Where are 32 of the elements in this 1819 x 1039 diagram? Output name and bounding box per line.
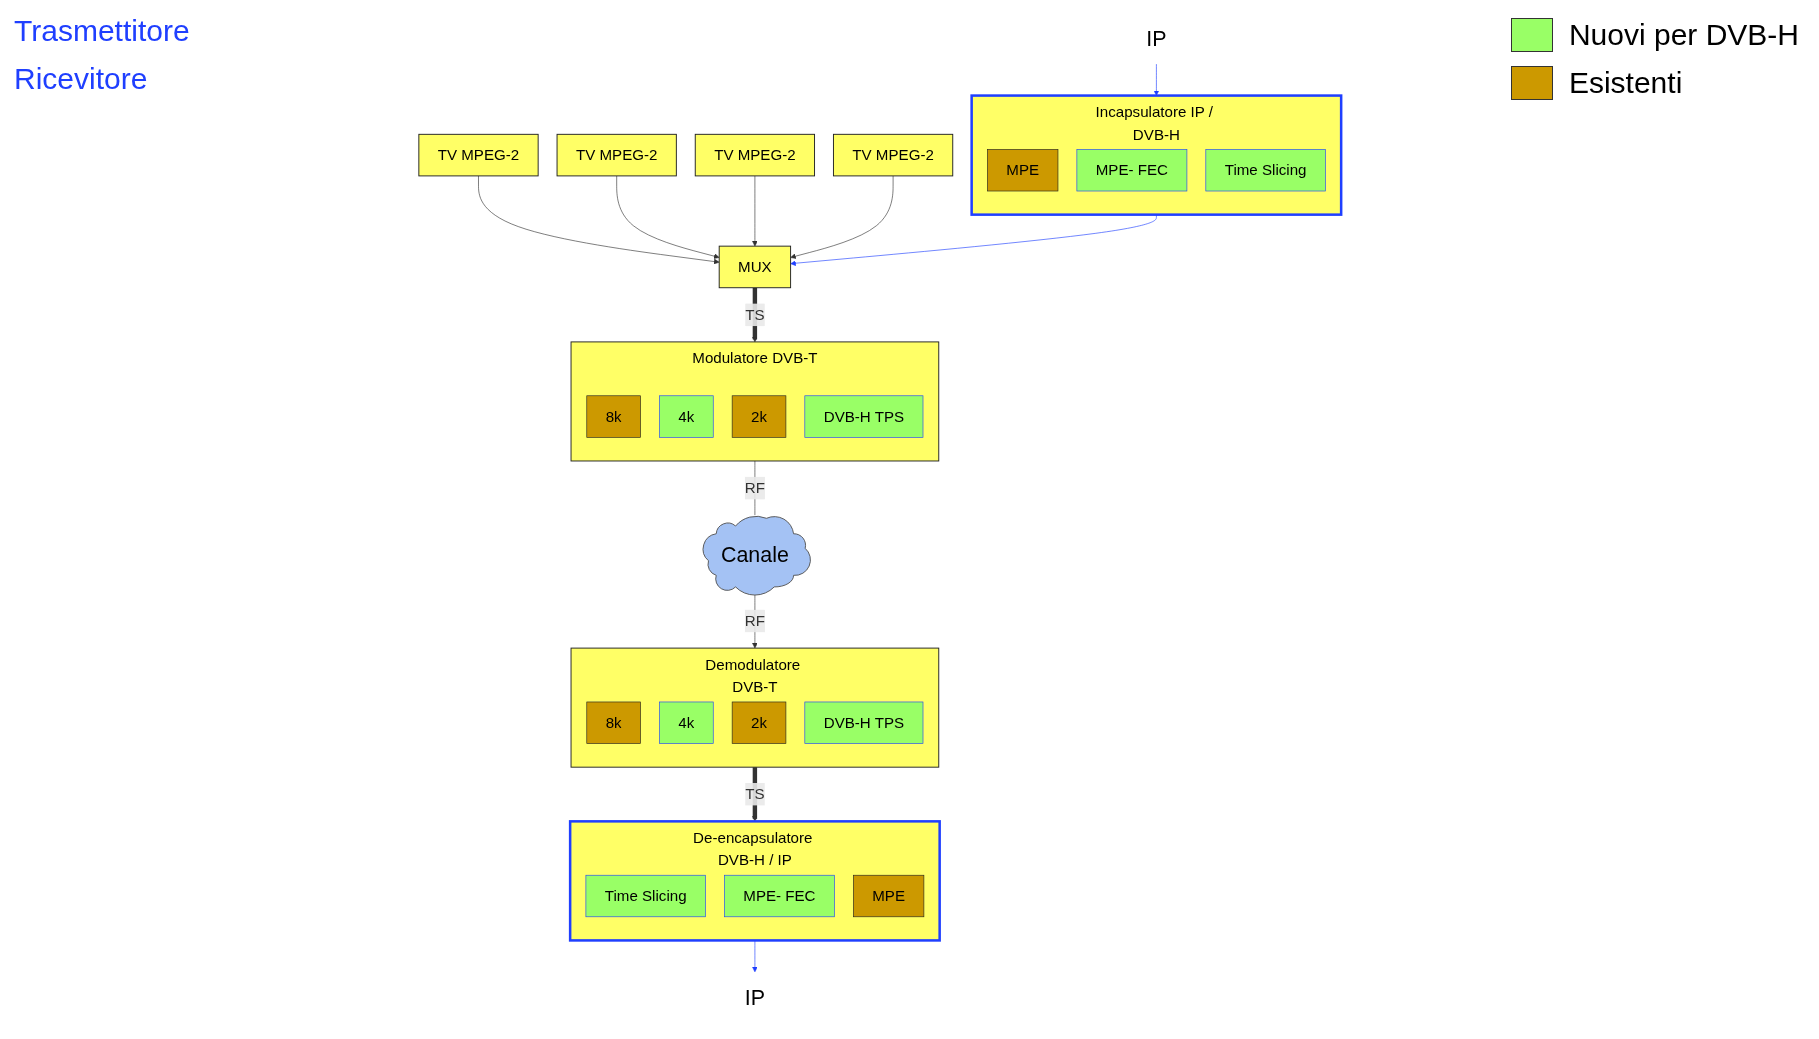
node-box: MPE- FEC (724, 874, 835, 918)
node-box: MPE (853, 874, 925, 918)
node-box: Time Slicing (1205, 149, 1326, 192)
node-box: TV MPEG-2 (694, 133, 816, 177)
node-box: 2k (731, 701, 787, 744)
node-box: Time Slicing (585, 874, 706, 918)
node-text: IP (1146, 26, 1167, 51)
node-box: TV MPEG-2 (556, 133, 677, 177)
node-box: 8k (586, 701, 641, 744)
edge-label: TS (745, 785, 765, 803)
node-box: DVB-H TPS (804, 395, 924, 438)
edge-label: RF (744, 479, 765, 497)
edge-label: RF (744, 612, 765, 630)
legend-text: Nuovi per DVB-H (1568, 18, 1799, 52)
node-box: TV MPEG-2 (832, 133, 954, 177)
node-box: MPE (987, 149, 1059, 192)
edge-label: TS (745, 306, 765, 324)
section-label: Trasmettitore (14, 14, 191, 48)
node-box: DVB-H TPS (804, 701, 924, 744)
node-box: MPE- FEC (1076, 149, 1188, 192)
node-box: MUX (718, 245, 792, 289)
node-box: 8k (586, 395, 641, 438)
node-box: 4k (659, 395, 714, 438)
node-box: 4k (659, 701, 714, 744)
node-box: TV MPEG-2 (418, 133, 539, 177)
connector (754, 460, 756, 516)
section-label: Ricevitore (14, 62, 149, 96)
arrow (752, 767, 758, 822)
node-text: IP (744, 985, 766, 1010)
node-box: 2k (731, 395, 787, 438)
legend-text: Esistenti (1568, 66, 1683, 100)
arrow (752, 287, 758, 343)
